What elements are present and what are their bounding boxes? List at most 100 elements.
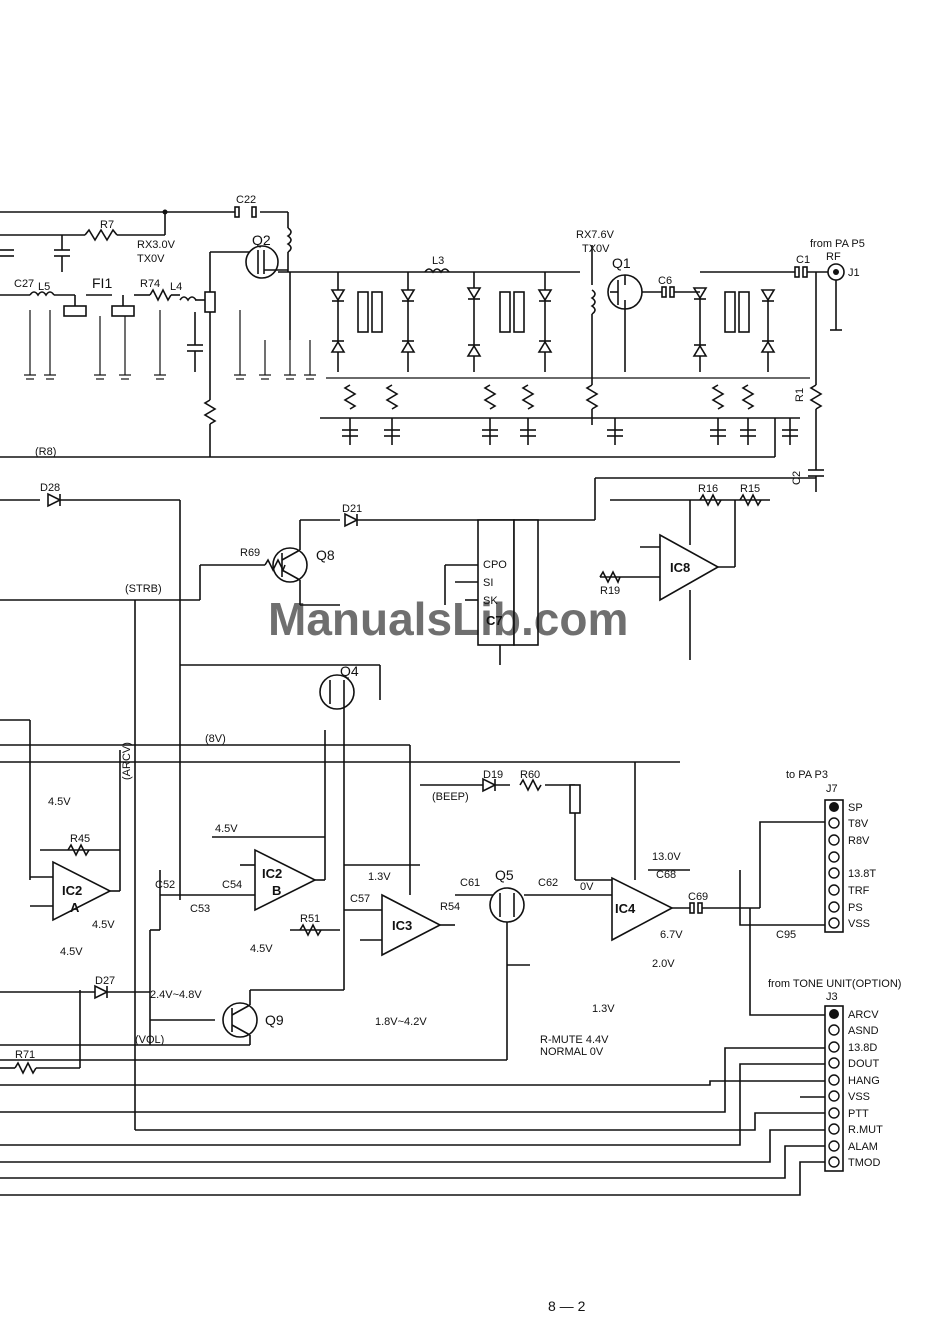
j3-pin-5: HANG — [848, 1075, 880, 1087]
j3-labels: from TONE UNIT(OPTION) J3 ARCV ASND 13.8… — [768, 978, 901, 1169]
label-1-3v-a: 1.3V — [368, 871, 391, 883]
label-ic2a: IC2 — [62, 883, 82, 898]
label-13-0v: 13.0V — [652, 851, 681, 863]
label-c68: C68 — [656, 869, 676, 881]
label-c52: C52 — [155, 879, 175, 891]
j3-pin-3: 13.8D — [848, 1042, 877, 1054]
label-4-5v-e: 4.5V — [250, 943, 273, 955]
label-l3: L3 — [432, 255, 444, 267]
label-ic2b-sub: B — [272, 883, 281, 898]
label-ic4: IC4 — [615, 901, 636, 916]
label-r54: R54 — [440, 901, 460, 913]
label-d21: D21 — [342, 503, 362, 515]
label-j1: J1 — [848, 267, 860, 279]
label-d28: D28 — [40, 482, 60, 494]
j7-pin-6: TRF — [848, 885, 870, 897]
label-2-4-4-8v: 2.4V~4.8V — [150, 989, 202, 1001]
ic7-pin-si: SI — [483, 577, 493, 589]
ic7-pin-sk: SK — [483, 595, 498, 607]
label-c57: C57 — [350, 893, 370, 905]
label-r60: R60 — [520, 769, 540, 781]
label-q4: Q4 — [340, 663, 359, 679]
label-q2: Q2 — [252, 232, 271, 248]
j7-name: J7 — [826, 783, 838, 795]
connector-j7 — [824, 799, 844, 933]
label-vol: (VOL) — [135, 1034, 164, 1046]
label-r69: R69 — [240, 547, 260, 559]
label-r8-net: (R8) — [35, 446, 56, 458]
label-c61: C61 — [460, 877, 480, 889]
label-d19: D19 — [483, 769, 503, 781]
j3-pin-2: ASND — [848, 1025, 879, 1037]
label-r74: R74 — [140, 278, 160, 290]
j7-pin-5: 13.8T — [848, 868, 876, 880]
label-c22: C22 — [236, 194, 256, 206]
j7-title: to PA P3 — [786, 769, 828, 781]
label-q9: Q9 — [265, 1012, 284, 1028]
label-r15: R15 — [740, 483, 760, 495]
j3-pin-1: ARCV — [848, 1009, 879, 1021]
j3-pin-7: PTT — [848, 1108, 869, 1120]
label-l4: L4 — [170, 281, 182, 293]
label-strb: (STRB) — [125, 583, 162, 595]
label-4-5v-d: 4.5V — [215, 823, 238, 835]
label-rx30: RX3.0V — [137, 239, 176, 251]
label-1-8-4-2v: 1.8V~4.2V — [375, 1016, 427, 1028]
label-1-3v-b: 1.3V — [592, 1003, 615, 1015]
label-beep: (BEEP) — [432, 791, 469, 803]
label-ic2a-sub: A — [70, 900, 80, 915]
label-4-5v-a: 4.5V — [48, 796, 71, 808]
label-q5: Q5 — [495, 867, 514, 883]
label-ic3: IC3 — [392, 918, 412, 933]
label-from-pa-p5: from PA P5 — [810, 238, 865, 250]
label-c27: C27 — [14, 278, 34, 290]
label-0v: 0V — [580, 881, 594, 893]
label-4-5v-c: 4.5V — [60, 946, 83, 958]
j3-title: from TONE UNIT(OPTION) — [768, 978, 901, 990]
j3-name: J3 — [826, 991, 838, 1003]
connector-j3 — [824, 1005, 844, 1172]
label-c95: C95 — [776, 929, 796, 941]
label-c54: C54 — [222, 879, 242, 891]
label-c6: C6 — [658, 275, 672, 287]
net-labels: RX3.0V TX0V RX7.6V TX0V from PA P5 RF J1… — [35, 229, 865, 1058]
audio-section — [0, 719, 760, 1075]
label-c1: C1 — [796, 254, 810, 266]
j7-pin-3: R8V — [848, 835, 870, 847]
j7-pin-8: VSS — [848, 918, 870, 930]
j7-labels: to PA P3 J7 SP T8V R8V 13.8T TRF PS VSS — [786, 769, 876, 930]
label-rx76: RX7.6V — [576, 229, 615, 241]
label-tx0a: TX0V — [137, 253, 165, 265]
ic7-pins: CPO SI SK — [483, 559, 507, 607]
j3-pin-6: VSS — [848, 1091, 870, 1103]
label-4-5v-b: 4.5V — [92, 919, 115, 931]
label-r-mute: R-MUTE 4.4V — [540, 1034, 609, 1046]
label-r16: R16 — [698, 483, 718, 495]
j3-pin-8: R.MUT — [848, 1124, 883, 1136]
j7-pin-2: T8V — [848, 818, 869, 830]
harness-wires — [0, 600, 825, 1196]
label-c53: C53 — [190, 903, 210, 915]
label-8v-net: (8V) — [205, 733, 226, 745]
label-r45: R45 — [70, 833, 90, 845]
label-r1: R1 — [794, 388, 806, 402]
label-r19: R19 — [600, 585, 620, 597]
label-c69: C69 — [688, 891, 708, 903]
label-rf: RF — [826, 251, 841, 263]
label-c2: C2 — [791, 471, 803, 485]
label-c62: C62 — [538, 877, 558, 889]
label-fi1: FI1 — [92, 275, 112, 291]
ic7-pin-cpo: CPO — [483, 559, 507, 571]
label-ic8: IC8 — [670, 560, 690, 575]
label-arcv: (ARCV) — [121, 742, 133, 780]
label-l5: L5 — [38, 281, 50, 293]
j3-pin-4: DOUT — [848, 1058, 879, 1070]
label-q1: Q1 — [612, 255, 631, 271]
j7-pin-7: PS — [848, 902, 863, 914]
label-d27: D27 — [95, 975, 115, 987]
control-section — [0, 477, 816, 990]
label-ic7: C7 — [486, 613, 503, 628]
label-ic2b: IC2 — [262, 866, 282, 881]
label-r51: R51 — [300, 913, 320, 925]
